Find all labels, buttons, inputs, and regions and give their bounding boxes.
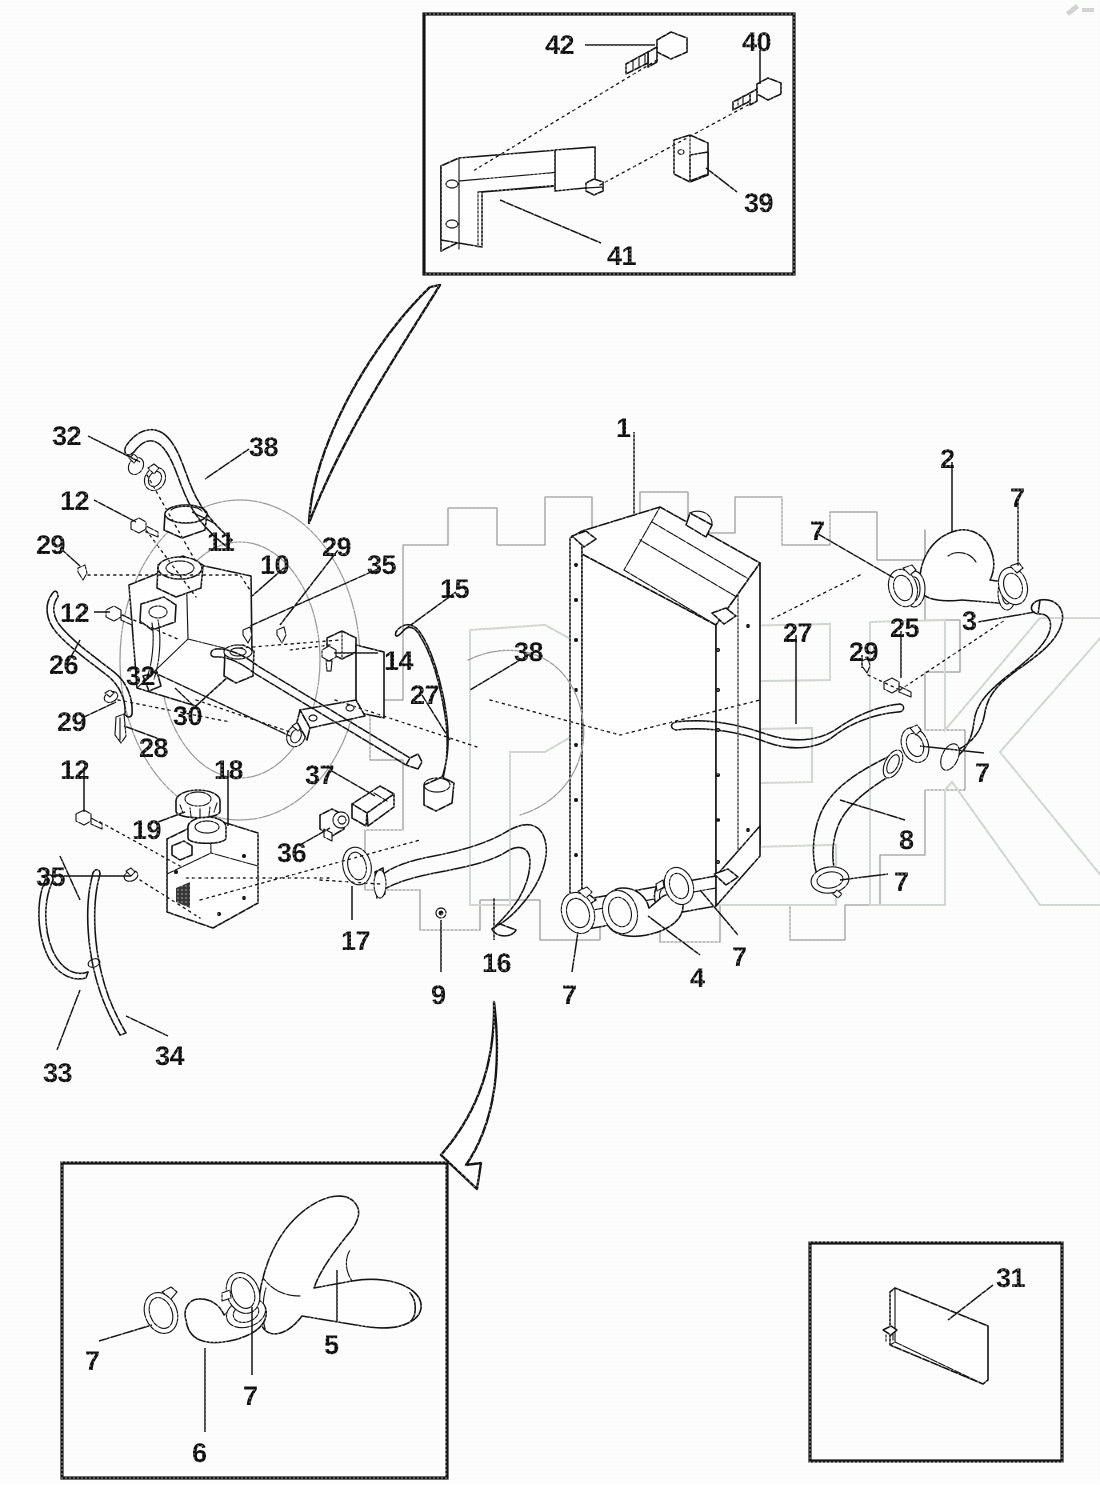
callout-2: 2: [940, 444, 955, 474]
bolt-9: [435, 907, 447, 919]
callout-7: 7: [1010, 483, 1025, 513]
callout-18: 18: [214, 755, 244, 785]
clamp-17: [342, 846, 372, 886]
radiator-1: [569, 506, 761, 931]
bolt-14: [321, 645, 337, 672]
callout-10: 10: [260, 550, 290, 580]
callout-7: 7: [85, 1346, 100, 1376]
fitting-36: [319, 808, 350, 842]
clamp-32-upper: [127, 453, 145, 476]
callout-38: 38: [249, 432, 279, 462]
callout-41: 41: [607, 241, 637, 271]
clip-29-c: [276, 626, 287, 644]
washer-bottle-18: [166, 816, 259, 929]
callout-32: 32: [126, 661, 156, 691]
callout-7: 7: [243, 1381, 258, 1411]
tube-34: [86, 868, 127, 1036]
callout-7: 7: [732, 942, 747, 972]
callout-39: 39: [744, 188, 774, 218]
callout-9: 9: [431, 980, 446, 1010]
hose-5: [258, 1195, 422, 1335]
callout-25: 25: [890, 613, 920, 643]
callout-38: 38: [514, 637, 544, 667]
clamp-7-left: [143, 1286, 179, 1334]
callout-19: 19: [132, 815, 162, 845]
hose-38-ghost: [467, 649, 585, 816]
assembly-dot-5: [195, 699, 291, 733]
callout-arrow-top: [307, 283, 442, 525]
callout-26: 26: [49, 650, 79, 680]
callout-30: 30: [173, 701, 203, 731]
clip-29-d: [103, 689, 119, 703]
bolt-42: [625, 31, 688, 75]
callout-35: 35: [367, 550, 397, 580]
clip-28: [114, 713, 127, 744]
hose-16: [373, 823, 548, 937]
seal-31: [882, 1287, 989, 1385]
callout-29: 29: [57, 707, 87, 737]
elbow-2: [902, 529, 1017, 611]
callout-7: 7: [562, 980, 577, 1010]
clip-29-a: [77, 564, 88, 581]
callout-12: 12: [60, 598, 90, 628]
callout-6: 6: [192, 1438, 207, 1468]
callout-4: 4: [690, 963, 705, 993]
callout-1: 1: [616, 413, 631, 443]
callout-11: 11: [207, 527, 235, 557]
callout-12: 12: [60, 486, 90, 516]
connector-37: [351, 785, 395, 827]
callout-28: 28: [139, 733, 169, 763]
callout-29: 29: [322, 532, 352, 562]
callout-36: 36: [277, 838, 307, 868]
bracket-41: [440, 146, 604, 252]
callout-7: 7: [894, 867, 909, 897]
hose-3: [940, 598, 1064, 771]
callout-42: 42: [545, 30, 575, 60]
callout-arrow-bottom: [439, 1000, 499, 1191]
assembly-dot-12: [769, 574, 861, 621]
callout-31: 31: [996, 1263, 1026, 1293]
callout-12: 12: [60, 755, 90, 785]
callout-35: 35: [36, 862, 66, 892]
cap-19: [175, 789, 221, 819]
bolt-12-b: [105, 605, 133, 626]
callout-14: 14: [384, 646, 414, 676]
clamp-32-lower: [143, 463, 167, 492]
callout-27: 27: [410, 680, 440, 710]
callout-8: 8: [899, 825, 914, 855]
callout-17: 17: [341, 926, 371, 956]
callout-5: 5: [324, 1330, 339, 1360]
bolt-25: [883, 677, 912, 698]
callout-29: 29: [849, 637, 879, 667]
callout-34: 34: [155, 1041, 185, 1071]
bolt-40: [732, 77, 782, 111]
callout-32: 32: [52, 421, 82, 451]
callout-29: 29: [36, 530, 66, 560]
bolt-12-c: [75, 809, 103, 830]
callout-37: 37: [305, 760, 335, 790]
callout-40: 40: [742, 27, 772, 57]
callout-7: 7: [810, 516, 825, 546]
callout-15: 15: [440, 574, 470, 604]
callout-7: 7: [975, 758, 990, 788]
callout-3: 3: [962, 606, 977, 636]
bracket-inset-group: [422, 12, 796, 276]
assembly-dot-9: [239, 639, 341, 649]
callout-33: 33: [43, 1058, 73, 1088]
callout-27: 27: [783, 618, 813, 648]
callout-16: 16: [482, 948, 512, 978]
hose-inset-group: [60, 1161, 449, 1480]
